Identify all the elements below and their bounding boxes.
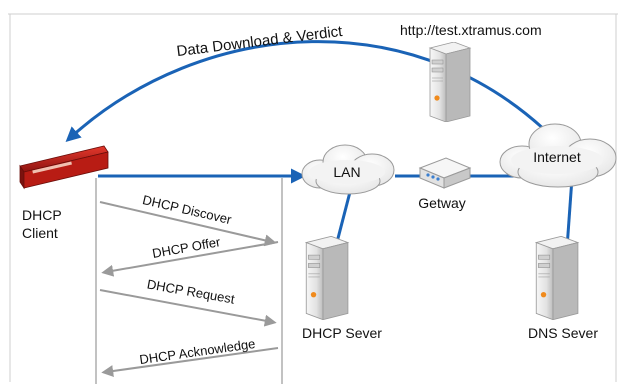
- lan-cloud-icon: [301, 144, 395, 195]
- internet-dns-link: [565, 177, 574, 249]
- download-arc-arrow: [65, 40, 567, 152]
- download-label: Data Download & Verdict: [176, 23, 344, 60]
- client-label-line1: DHCP: [22, 207, 62, 223]
- dhcp-server-label: DHCP Sever: [302, 325, 382, 341]
- dhcp-server-icon: [305, 236, 349, 320]
- dhcp-offer-arrow: [101, 241, 279, 277]
- dhcp-discover-arrow: [99, 201, 277, 247]
- gateway-label: Getway: [418, 195, 465, 211]
- dhcp-messages: DHCP Discover DHCP Offer DHCP Request DH…: [99, 192, 279, 377]
- internet-label: Internet: [533, 149, 581, 165]
- internet-cloud-icon: [499, 123, 617, 188]
- gateway-router-icon: [418, 157, 472, 189]
- dhcp-acknowledge-label: DHCP Acknowledge: [138, 336, 256, 367]
- lan-label: LAN: [333, 164, 360, 180]
- dns-server-label: DNS Sever: [528, 325, 598, 341]
- client-device-icon: [19, 145, 109, 190]
- dhcp-acknowledge-arrow: [101, 347, 279, 377]
- lan-dhcp-link: [334, 191, 352, 247]
- dhcp-offer-label: DHCP Offer: [151, 234, 222, 261]
- web-server-icon: [429, 42, 471, 122]
- dhcp-request-label: DHCP Request: [146, 276, 236, 306]
- url-label: http://test.xtramus.com: [400, 22, 542, 38]
- dns-server-icon: [535, 236, 579, 320]
- dhcp-request-arrow: [99, 289, 277, 327]
- client-label-line2: Client: [22, 225, 58, 241]
